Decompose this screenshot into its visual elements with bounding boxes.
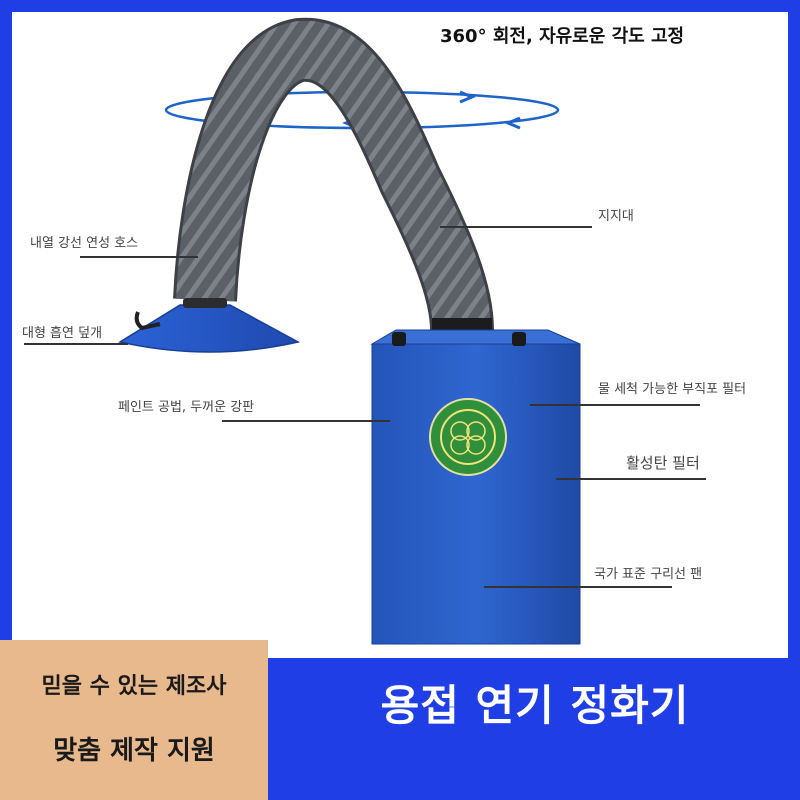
callout-hood: 대형 흡연 덮개 bbox=[22, 326, 103, 341]
promo-line-custom: 맞춤 제작 지원 bbox=[53, 736, 215, 766]
callout-paint: 페인트 공법, 두꺼운 강판 bbox=[118, 400, 255, 415]
filter-cabinet bbox=[370, 329, 581, 645]
callout-support: 지지대 bbox=[598, 209, 634, 224]
leader-line-fan bbox=[484, 586, 672, 588]
leader-line-hood bbox=[24, 343, 128, 345]
callout-carbon-filter: 활성탄 필터 bbox=[626, 454, 700, 472]
leader-line-support bbox=[440, 226, 592, 228]
callout-hose: 내열 강선 연성 호스 bbox=[30, 236, 139, 251]
leader-line-hose bbox=[80, 256, 198, 258]
callout-fan: 국가 표준 구리선 팬 bbox=[594, 567, 703, 582]
product-headline: 용접 연기 정화기 bbox=[380, 681, 690, 730]
leader-line-paint bbox=[222, 420, 390, 422]
promo-line-manufacturer: 믿을 수 있는 제조사 bbox=[41, 674, 227, 699]
smoke-hood bbox=[118, 298, 301, 353]
callout-filter-cloth: 물 세척 가능한 부직포 필터 bbox=[598, 382, 747, 397]
rotation-note: 360° 회전, 자유로운 각도 고정 bbox=[440, 26, 685, 47]
leader-line-carbon-filter bbox=[556, 478, 706, 480]
flexible-hose bbox=[173, 17, 494, 332]
leader-line-filter-cloth bbox=[530, 404, 700, 406]
promo-box bbox=[0, 640, 268, 800]
